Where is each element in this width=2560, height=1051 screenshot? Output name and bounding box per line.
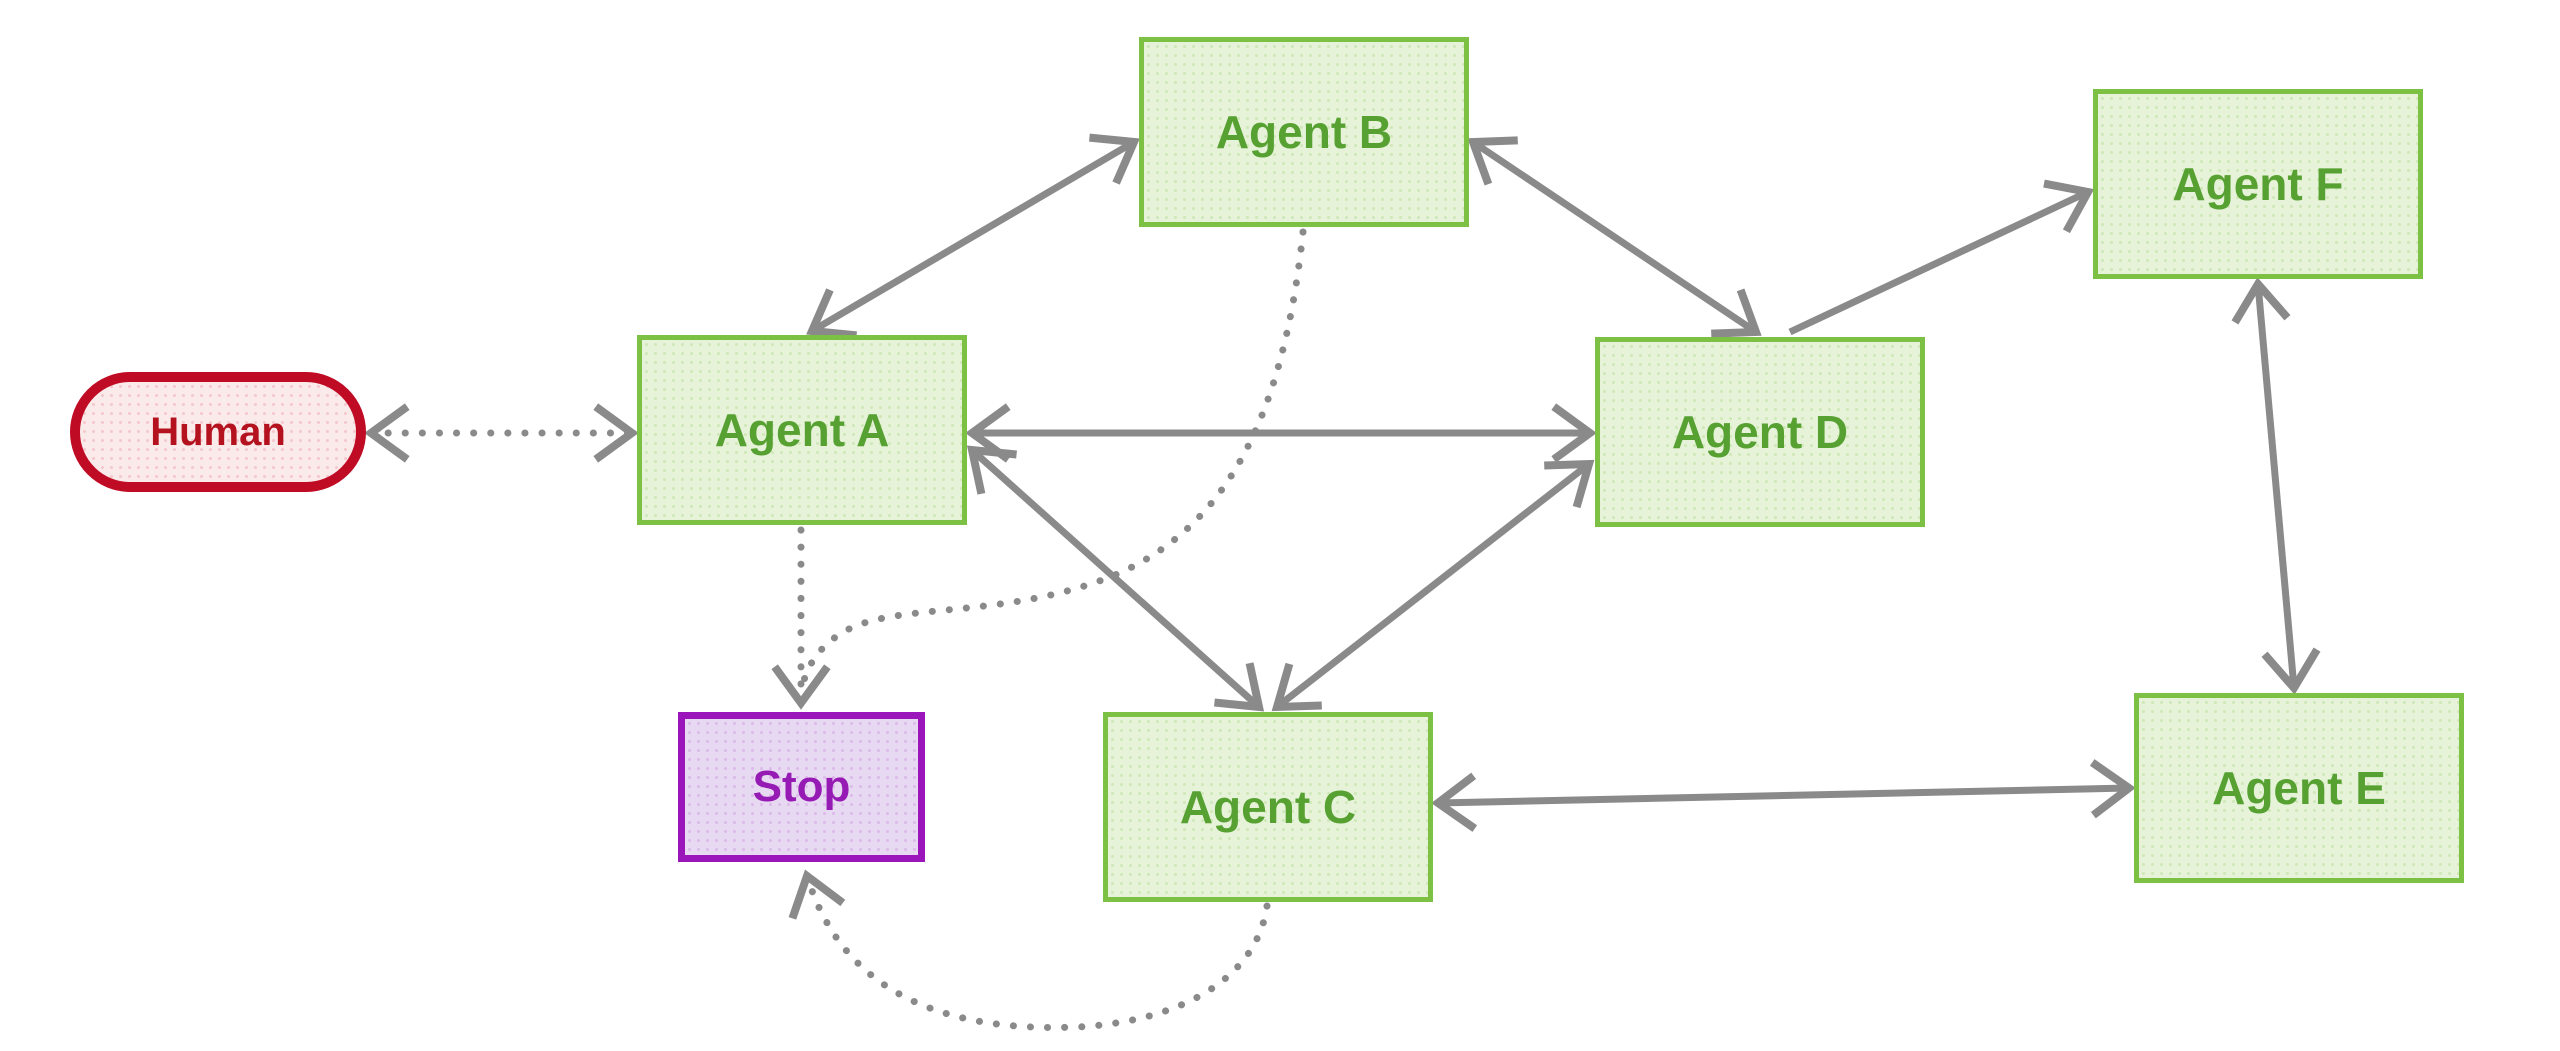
edge-agent-d-agent-f [1788,179,2095,336]
edge-agent-b-agent-d [1467,136,1762,338]
node-human: Human [70,372,366,492]
node-agent-d-label: Agent D [1671,406,1849,458]
node-stop-label: Stop [752,762,851,811]
node-agent-f-label: Agent F [2172,158,2344,210]
node-agent-f: Agent F [2093,89,2423,279]
node-agent-b: Agent B [1139,37,1469,227]
edge-agent-f-agent-e [2231,277,2321,695]
edge-agent-c-stop [788,869,1271,1031]
node-agent-a-label: Agent A [714,404,890,456]
node-agent-d: Agent D [1595,337,1925,527]
edge-agent-a-agent-b [806,133,1140,340]
node-agent-a: Agent A [637,335,967,525]
node-agent-c: Agent C [1103,712,1433,902]
node-agent-b-label: Agent B [1215,106,1393,158]
edge-agent-c-agent-d [1271,459,1595,712]
node-stop: Stop [678,712,925,862]
node-agent-e-label: Agent E [2212,762,2386,814]
edge-agent-a-agent-c [966,445,1265,712]
node-human-label: Human [150,409,286,454]
edge-agent-c-agent-e [1431,759,2136,832]
node-agent-e: Agent E [2134,693,2464,883]
node-agent-c-label: Agent C [1179,781,1357,833]
edge-agent-b-stop [798,228,1307,692]
